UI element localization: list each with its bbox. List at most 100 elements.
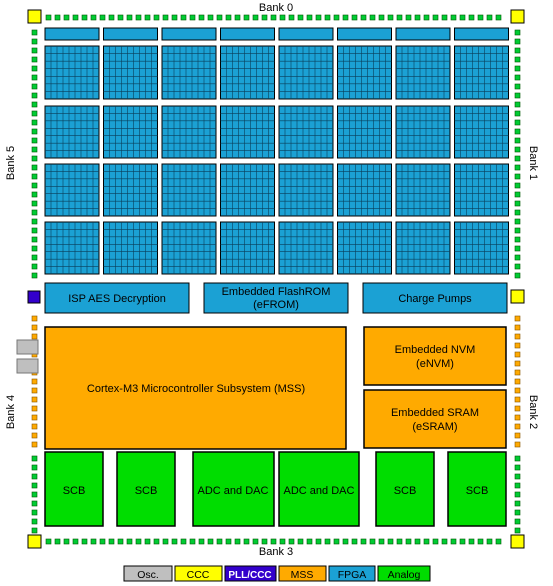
- fpga-fabric-grid: [44, 45, 509, 275]
- io-pad: [252, 14, 259, 21]
- io-pad: [514, 342, 521, 349]
- io-pad: [31, 500, 38, 507]
- analog-label-1: SCB: [63, 485, 86, 497]
- io-pad: [270, 538, 277, 545]
- io-pad: [31, 245, 38, 252]
- io-pad: [31, 509, 38, 516]
- io-pad: [153, 538, 160, 545]
- io-pad: [180, 538, 187, 545]
- io-pad: [514, 155, 521, 162]
- esram-label-line2: (eSRAM): [412, 421, 457, 433]
- io-pad: [31, 155, 38, 162]
- fpga-tile: [395, 163, 451, 217]
- io-pad: [514, 236, 521, 243]
- io-pad: [31, 527, 38, 534]
- envm-block: [363, 326, 507, 386]
- io-pad: [514, 333, 521, 340]
- fpga-bar: [44, 27, 100, 41]
- io-pad: [514, 65, 521, 72]
- io-pad: [514, 209, 521, 216]
- io-pad: [423, 14, 430, 21]
- io-pad: [31, 191, 38, 198]
- io-pad: [31, 423, 38, 430]
- corner-ccc-top-right: [510, 9, 525, 24]
- io-pad: [514, 378, 521, 385]
- ccc-right-middle: [510, 289, 525, 304]
- eflash-label-line1: Embedded FlashROM: [222, 286, 331, 298]
- fpga-tile: [337, 163, 392, 217]
- io-pad: [514, 396, 521, 403]
- io-pad: [342, 538, 349, 545]
- io-pad: [514, 527, 521, 534]
- io-pad: [99, 14, 106, 21]
- fpga-bar: [278, 27, 334, 41]
- io-pad: [90, 538, 97, 545]
- io-pad: [31, 518, 38, 525]
- fpga-tile: [161, 105, 217, 159]
- io-pad: [162, 538, 169, 545]
- io-pad: [198, 14, 205, 21]
- io-pad: [414, 14, 421, 21]
- analog-block-5: [375, 451, 435, 527]
- analog-label-2: SCB: [135, 485, 158, 497]
- io-pad: [360, 538, 367, 545]
- io-pad: [108, 538, 115, 545]
- io-pad: [450, 14, 457, 21]
- io-pad: [514, 245, 521, 252]
- io-pad: [514, 110, 521, 117]
- esram-block: [363, 389, 507, 449]
- io-pad: [207, 538, 214, 545]
- bank-label-right-upper: Bank 1: [527, 146, 539, 180]
- fpga-tile: [44, 105, 100, 159]
- io-pad: [63, 538, 70, 545]
- io-pad: [477, 14, 484, 21]
- io-pad: [31, 56, 38, 63]
- io-pad: [514, 432, 521, 439]
- io-pad: [31, 101, 38, 108]
- io-pad: [31, 218, 38, 225]
- io-pad: [31, 272, 38, 279]
- io-pad: [514, 423, 521, 430]
- io-pad: [459, 14, 466, 21]
- io-pad: [63, 14, 70, 21]
- io-pad: [315, 538, 322, 545]
- fpga-tile: [44, 45, 100, 100]
- io-pad: [514, 272, 521, 279]
- io-pad: [171, 538, 178, 545]
- io-pad: [514, 414, 521, 421]
- io-pad: [144, 14, 151, 21]
- io-pad: [459, 538, 466, 545]
- fpga-tile: [103, 45, 158, 100]
- io-pad: [514, 56, 521, 63]
- legend-item-pll-ccc: [224, 565, 277, 582]
- bank-label-left-lower: Bank 4: [5, 395, 17, 429]
- io-pad: [514, 200, 521, 207]
- io-pad: [72, 14, 79, 21]
- isp-aes-block: [44, 282, 190, 314]
- io-pad: [189, 14, 196, 21]
- io-pad: [414, 538, 421, 545]
- io-pad: [31, 432, 38, 439]
- legend-item-ccc: [174, 565, 223, 582]
- io-pad: [270, 14, 277, 21]
- io-pad: [31, 263, 38, 270]
- io-pad: [514, 173, 521, 180]
- io-pad: [31, 65, 38, 72]
- fpga-tile: [103, 105, 158, 159]
- analog-label-3: ADC and DAC: [198, 485, 269, 497]
- bank-label-right-lower: Bank 2: [527, 395, 539, 429]
- io-pad: [31, 128, 38, 135]
- io-pad: [514, 455, 521, 462]
- io-pad: [333, 14, 340, 21]
- io-pad: [514, 182, 521, 189]
- oscillator-lower: [16, 358, 39, 374]
- io-pad: [31, 74, 38, 81]
- io-pad: [31, 491, 38, 498]
- fpga-bar: [337, 27, 392, 41]
- envm-label-line2: (eNVM): [416, 358, 454, 370]
- io-pad: [117, 538, 124, 545]
- fpga-tile: [395, 221, 451, 275]
- io-pad: [514, 47, 521, 54]
- legend-label-analog: Analog: [388, 569, 421, 581]
- io-pad: [288, 538, 295, 545]
